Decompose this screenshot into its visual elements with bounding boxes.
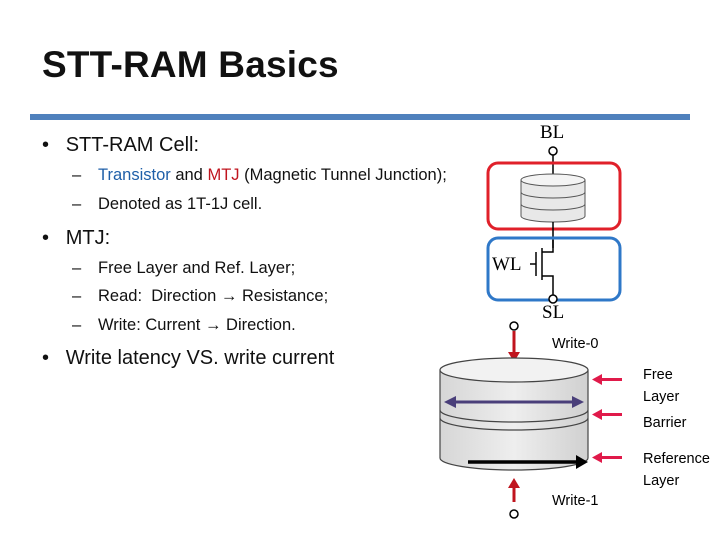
- bullet-glyph: •: [42, 227, 50, 249]
- free-layer-label-line2: Layer: [643, 389, 680, 405]
- bullet-stt-ram-cell: • STT-RAM Cell:: [42, 134, 199, 157]
- sl-terminal: [548, 294, 558, 304]
- text-denoted: Denoted as 1T-1J cell.: [98, 195, 263, 213]
- wl-label: WL: [492, 254, 522, 275]
- dash-glyph: –: [72, 259, 82, 277]
- bullet-glyph: •: [42, 347, 50, 369]
- reference-layer-label-line2: Layer: [643, 473, 680, 489]
- mtj-stack: [439, 357, 589, 471]
- reference-layer-label: Reference Layer: [643, 448, 710, 492]
- sub-bullet-transistor-mtj: –Transistor and MTJ (Magnetic Tunnel Jun…: [72, 166, 447, 185]
- text-mtj: MTJ: [207, 166, 240, 184]
- text-read: Read: Direction → Resistance;: [98, 287, 329, 305]
- mtj-symbol: [520, 173, 586, 223]
- reference-layer-label-line1: Reference: [643, 451, 710, 467]
- text-free-ref: Free Layer and Ref. Layer;: [98, 259, 296, 277]
- dash-glyph: –: [72, 287, 82, 305]
- sub-bullet-free-ref: –Free Layer and Ref. Layer;: [72, 259, 295, 278]
- dash-glyph: –: [72, 166, 82, 184]
- bullet-text: MTJ:: [65, 227, 111, 249]
- bullet-mtj: • MTJ:: [42, 227, 110, 250]
- transistor-symbol: [530, 240, 554, 290]
- bullet-write-latency: • Write latency VS. write current: [42, 347, 334, 370]
- bullet-text: STT-RAM Cell:: [65, 134, 200, 156]
- title-underline: [30, 114, 690, 120]
- free-arrowhead-left: [444, 396, 456, 408]
- sub-bullet-denoted: –Denoted as 1T-1J cell.: [72, 195, 262, 214]
- ref-arrowhead: [576, 455, 588, 469]
- cell-diagram: BL WL SL: [486, 122, 622, 323]
- sl-label: SL: [542, 302, 564, 323]
- bl-terminal: [548, 146, 558, 156]
- sub-bullet-write: –Write: Current → Direction.: [72, 316, 296, 335]
- bl-label: BL: [540, 122, 564, 143]
- write0-label: Write-0: [552, 336, 599, 352]
- top-terminal: [509, 321, 519, 331]
- mtj-box: [486, 161, 622, 231]
- sub-bullet-read: –Read: Direction → Resistance;: [72, 287, 328, 306]
- free-layer-label-line1: Free: [643, 367, 673, 383]
- bottom-terminal: [509, 509, 519, 519]
- mtj-diagram: [439, 321, 622, 519]
- label-pointers: [592, 374, 622, 463]
- bullet-glyph: •: [42, 134, 50, 156]
- write1-label: Write-1: [552, 493, 599, 509]
- text-and: and: [170, 166, 208, 184]
- bullet-text: Write latency VS. write current: [65, 347, 335, 369]
- text-mtj-desc: (Magnetic Tunnel Junction);: [239, 166, 447, 184]
- text-transistor: Transistor: [98, 166, 171, 184]
- write1-arrowhead: [508, 478, 520, 488]
- free-arrowhead-right: [572, 396, 584, 408]
- slide-title: STT-RAM Basics: [42, 44, 339, 85]
- text-write: Write: Current → Direction.: [98, 316, 296, 334]
- dash-glyph: –: [72, 195, 82, 213]
- free-layer-label: Free Layer: [643, 364, 679, 408]
- dash-glyph: –: [72, 316, 82, 334]
- write0-arrowhead: [508, 352, 520, 362]
- barrier-label: Barrier: [643, 415, 687, 431]
